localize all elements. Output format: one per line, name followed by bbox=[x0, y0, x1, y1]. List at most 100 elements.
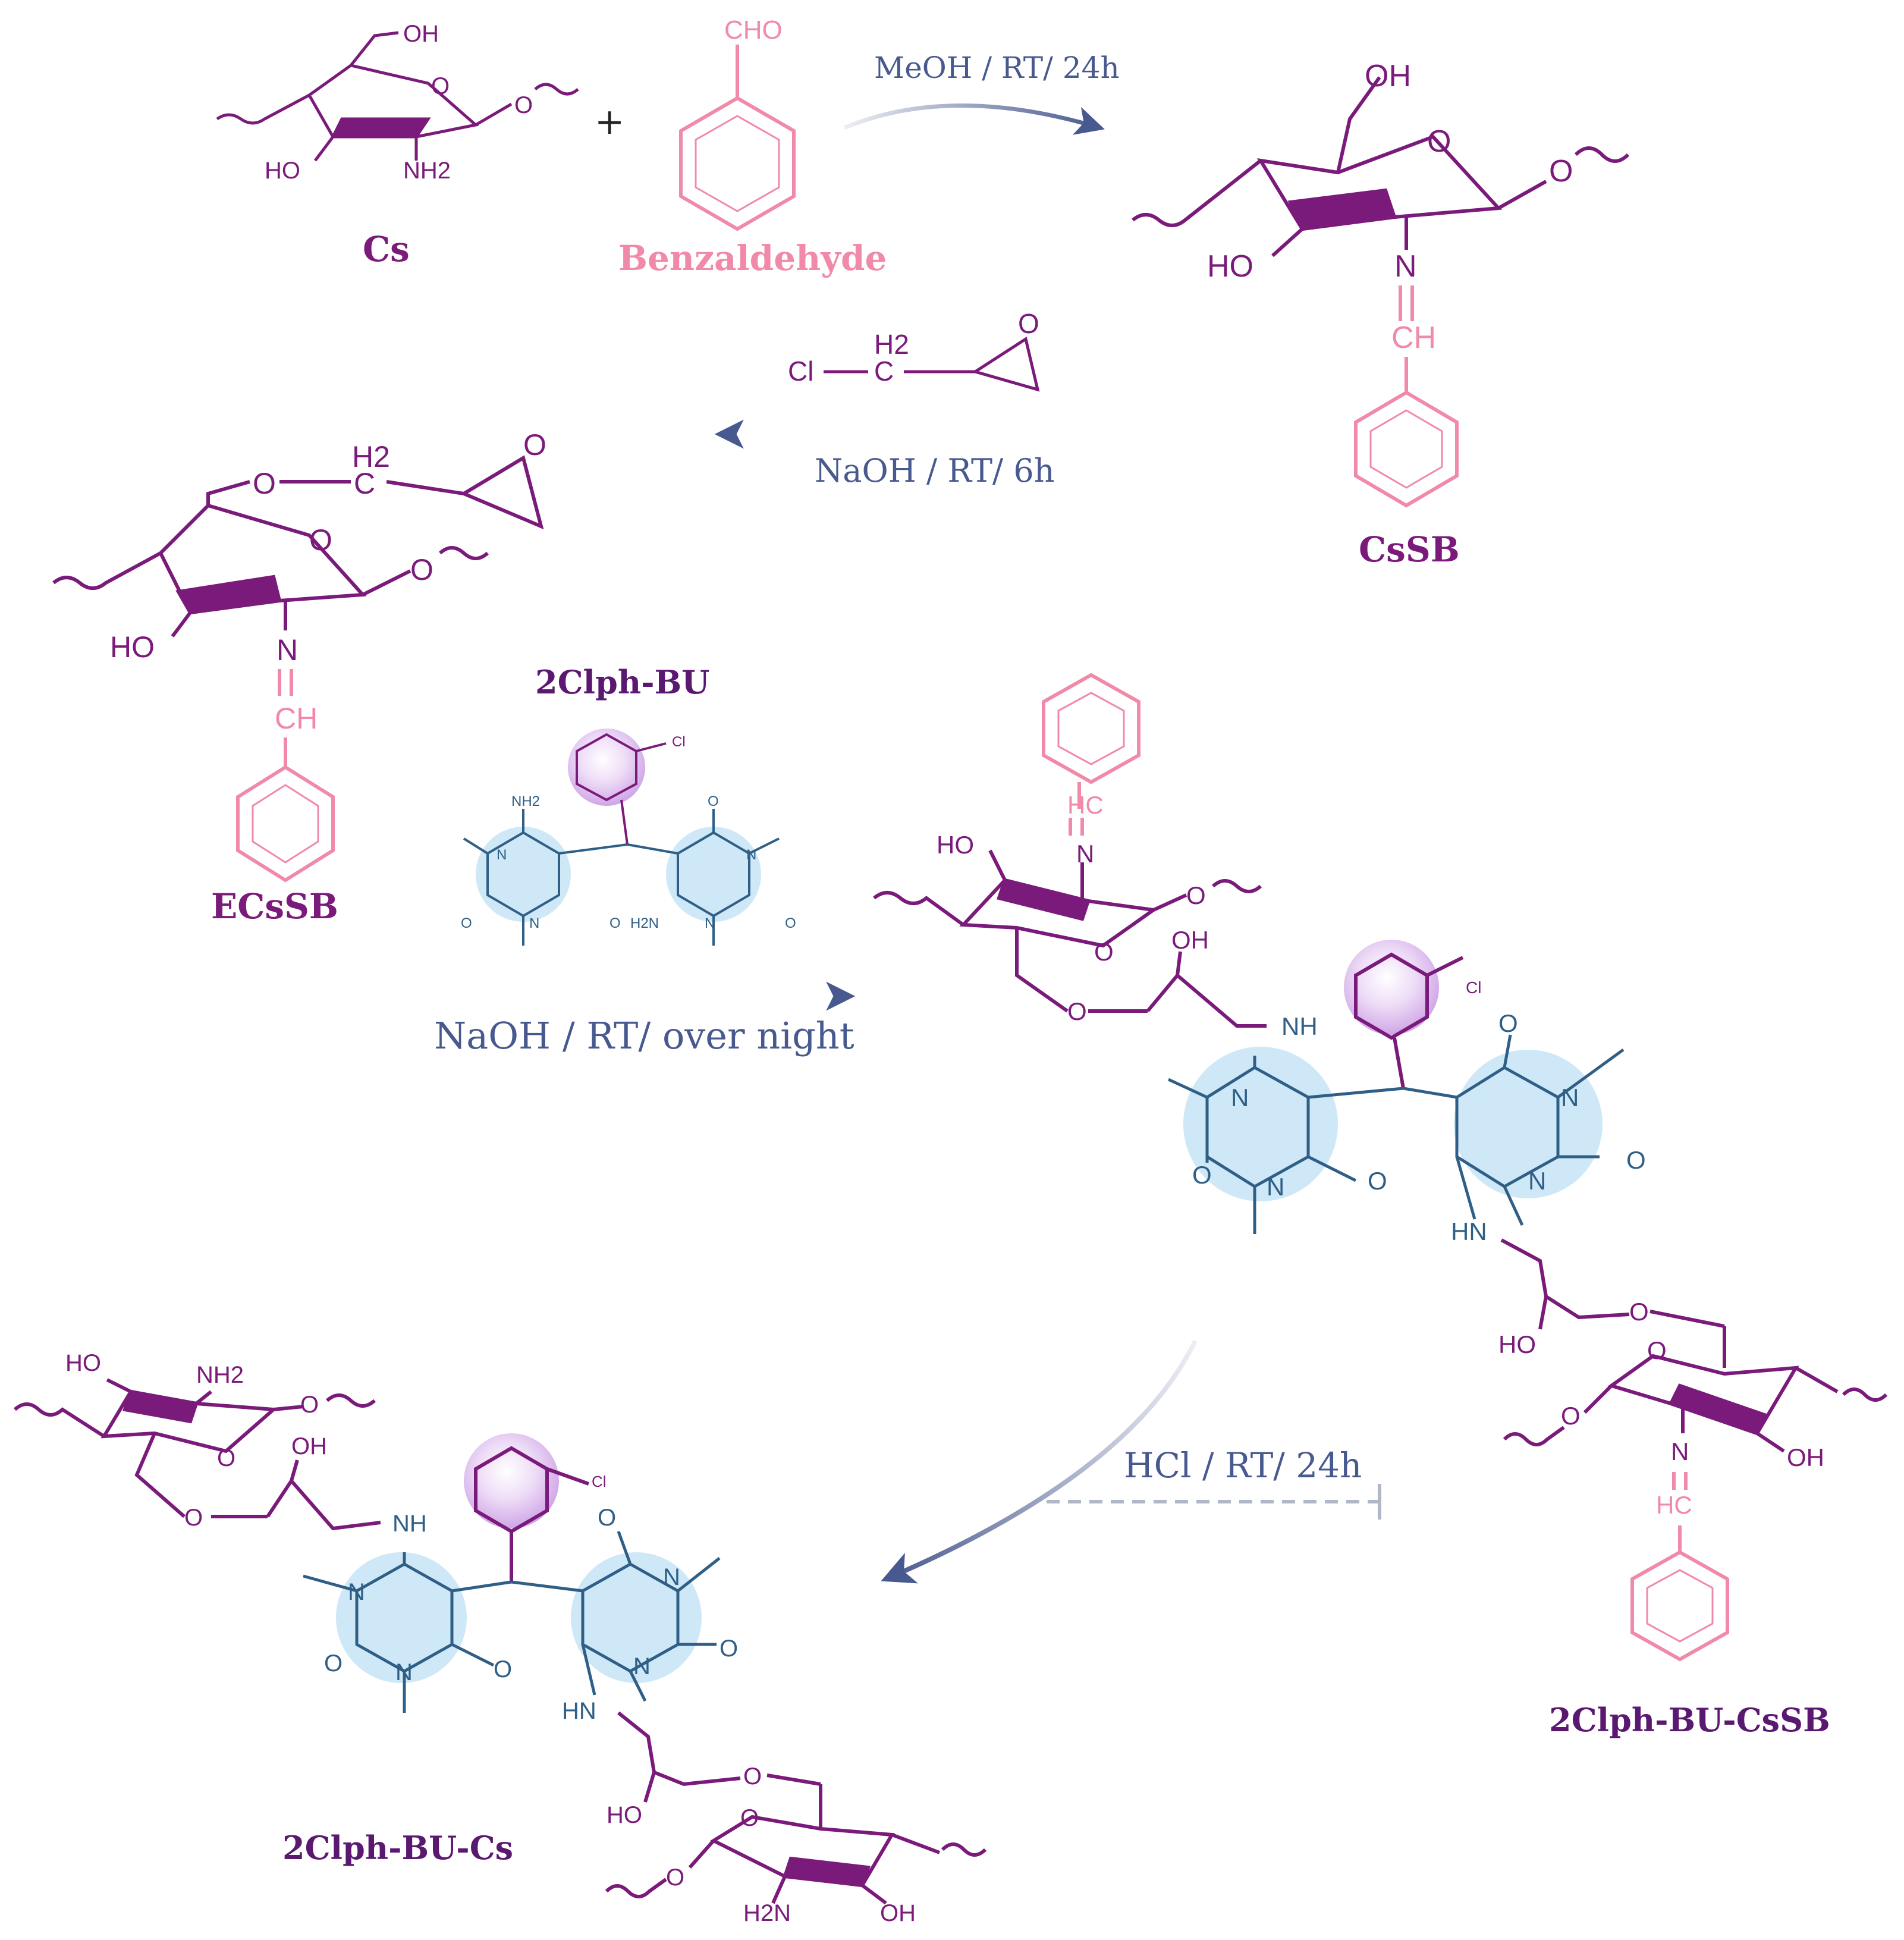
p2-o7-label: O bbox=[666, 1864, 684, 1891]
p1-o-label: O bbox=[1186, 881, 1206, 909]
p2-nh2-label: NH2 bbox=[196, 1362, 244, 1388]
p1-hc-label: HC bbox=[1067, 791, 1104, 819]
p2-oh2-label: OH bbox=[880, 1900, 916, 1926]
clph-bu-structure: Cl NH2 O N N O O H2N O N N bbox=[461, 729, 796, 946]
p1-n-label: N bbox=[1076, 840, 1094, 868]
epi-o-label: O bbox=[1018, 308, 1039, 339]
cs-structure bbox=[216, 31, 579, 162]
step1-conditions: MeOH / RT/ 24h bbox=[874, 51, 1120, 85]
p2-o4-label: O bbox=[494, 1656, 512, 1682]
p1-o4-label: O bbox=[1368, 1167, 1387, 1195]
p2-nh-label: NH bbox=[392, 1511, 427, 1537]
cssb-ring-o-label: O bbox=[1427, 124, 1451, 159]
cs-ho-label: HO bbox=[265, 158, 300, 184]
cssb-ho-label: HO bbox=[1207, 249, 1253, 284]
ecssb-structure bbox=[52, 455, 544, 883]
cssb-o-label: O bbox=[1549, 154, 1573, 189]
p1-hc2-label: HC bbox=[1656, 1491, 1692, 1519]
epi-h2-label: H2 bbox=[874, 329, 909, 360]
bu-nh2-label: NH2 bbox=[511, 793, 540, 809]
clph-bu-cssb-label: 2Clph-BU-CsSB bbox=[1549, 1701, 1830, 1739]
p1-ho2-label: HO bbox=[1498, 1330, 1536, 1358]
p2-o3-label: O bbox=[324, 1650, 343, 1677]
cssb-structure bbox=[1132, 76, 1630, 508]
clph-bu-cs-structure: HO NH2 O O OH O NH Cl O N N O O O N N HN… bbox=[13, 1350, 987, 1926]
p1-n3-label: N bbox=[1267, 1173, 1284, 1201]
p1-hn-label: HN bbox=[1451, 1217, 1487, 1245]
p1-o6-label: O bbox=[1629, 1298, 1649, 1326]
epi-cl-label: Cl bbox=[788, 356, 813, 387]
p1-n5-label: N bbox=[1671, 1437, 1689, 1465]
p2-oh-label: OH bbox=[291, 1433, 327, 1459]
arrow-step1 bbox=[843, 103, 1105, 135]
ecssb-epoxide-o-label: O bbox=[523, 428, 546, 462]
p2-o-label: O bbox=[300, 1392, 319, 1418]
ecssb-ho-label: HO bbox=[110, 630, 155, 664]
step2-conditions: NaOH / RT/ 6h bbox=[815, 452, 1055, 489]
p1-ring-o-label: O bbox=[1094, 938, 1114, 966]
ecssb-label: ECsSB bbox=[211, 886, 338, 927]
cssb-label: CsSB bbox=[1359, 529, 1460, 570]
p1-o2-label: O bbox=[1067, 997, 1087, 1025]
cs-oh-label: OH bbox=[403, 21, 439, 47]
arrow-step4 bbox=[881, 1340, 1198, 1584]
bu-n2-label: N bbox=[746, 847, 756, 863]
epi-c-label: C bbox=[874, 356, 894, 387]
bu-o-top-label: O bbox=[708, 793, 719, 809]
p2-n1-label: N bbox=[348, 1579, 365, 1605]
bu-o2-label: O bbox=[609, 915, 621, 931]
cs-o-label: O bbox=[514, 92, 533, 118]
p1-o5-label: O bbox=[1626, 1146, 1646, 1174]
benzaldehyde-structure bbox=[679, 45, 796, 231]
ecssb-o1-label: O bbox=[253, 467, 276, 500]
clph-bu-cssb-structure: HC N HO O O OH O NH Cl O N N O O O N N H… bbox=[873, 673, 1888, 1662]
plus-sign: + bbox=[595, 101, 625, 143]
p2-o-top-label: O bbox=[598, 1505, 616, 1531]
p2-n3-label: N bbox=[395, 1659, 413, 1685]
cssb-n-label: N bbox=[1394, 249, 1417, 284]
p1-o-top-label: O bbox=[1498, 1009, 1518, 1037]
ecssb-c-label: C bbox=[354, 467, 375, 500]
cho-label: CHO bbox=[724, 15, 783, 45]
bu-n4-label: N bbox=[705, 915, 715, 931]
p2-ring-o2-label: O bbox=[740, 1805, 759, 1831]
ecssb-ch-label: CH bbox=[275, 702, 318, 735]
p2-o5-label: O bbox=[720, 1635, 738, 1662]
p2-n4-label: N bbox=[633, 1653, 651, 1680]
p2-hn-label: HN bbox=[562, 1698, 596, 1724]
cssb-oh-label: OH bbox=[1365, 59, 1411, 93]
step3-conditions: NaOH / RT/ over night bbox=[434, 1014, 854, 1057]
p2-ring-o-label: O bbox=[217, 1445, 235, 1471]
ecssb-n-label: N bbox=[277, 633, 298, 667]
ecssb-ring-o-label: O bbox=[309, 523, 332, 557]
p2-o2-label: O bbox=[184, 1505, 203, 1531]
clph-bu-cs-label: 2Clph-BU-Cs bbox=[282, 1829, 514, 1867]
p2-h2n-label: H2N bbox=[743, 1900, 791, 1926]
bu-cl-label: Cl bbox=[672, 734, 686, 750]
p2-n2-label: N bbox=[663, 1564, 680, 1590]
p1-cl-label: Cl bbox=[1466, 978, 1481, 997]
benzaldehyde-label: Benzaldehyde bbox=[618, 238, 887, 278]
cs-atoms: OH O O HO NH2 bbox=[265, 21, 533, 184]
p2-cl-label: Cl bbox=[592, 1473, 607, 1490]
p2-ho-label: HO bbox=[65, 1350, 101, 1376]
cs-ring-o-label: O bbox=[431, 73, 450, 99]
epichlorohydrin-structure bbox=[824, 336, 1040, 392]
bu-o3-label: O bbox=[785, 915, 796, 931]
cssb-ch-label: CH bbox=[1391, 321, 1436, 355]
bu-n3-label: N bbox=[529, 915, 539, 931]
p1-ring-o2-label: O bbox=[1647, 1336, 1667, 1364]
ecssb-o-label: O bbox=[410, 553, 433, 586]
bu-o1-label: O bbox=[461, 915, 472, 931]
p1-n2-label: N bbox=[1561, 1084, 1579, 1112]
p2-ho2-label: HO bbox=[607, 1802, 642, 1828]
bu-n1-label: N bbox=[497, 847, 507, 863]
p1-n1-label: N bbox=[1231, 1084, 1249, 1112]
p1-ho-label: HO bbox=[937, 831, 974, 859]
step4-conditions: HCl / RT/ 24h bbox=[1124, 1445, 1362, 1486]
p1-oh2-label: OH bbox=[1787, 1443, 1824, 1471]
p2-o6-label: O bbox=[743, 1763, 762, 1790]
p1-o7-label: O bbox=[1561, 1402, 1581, 1430]
